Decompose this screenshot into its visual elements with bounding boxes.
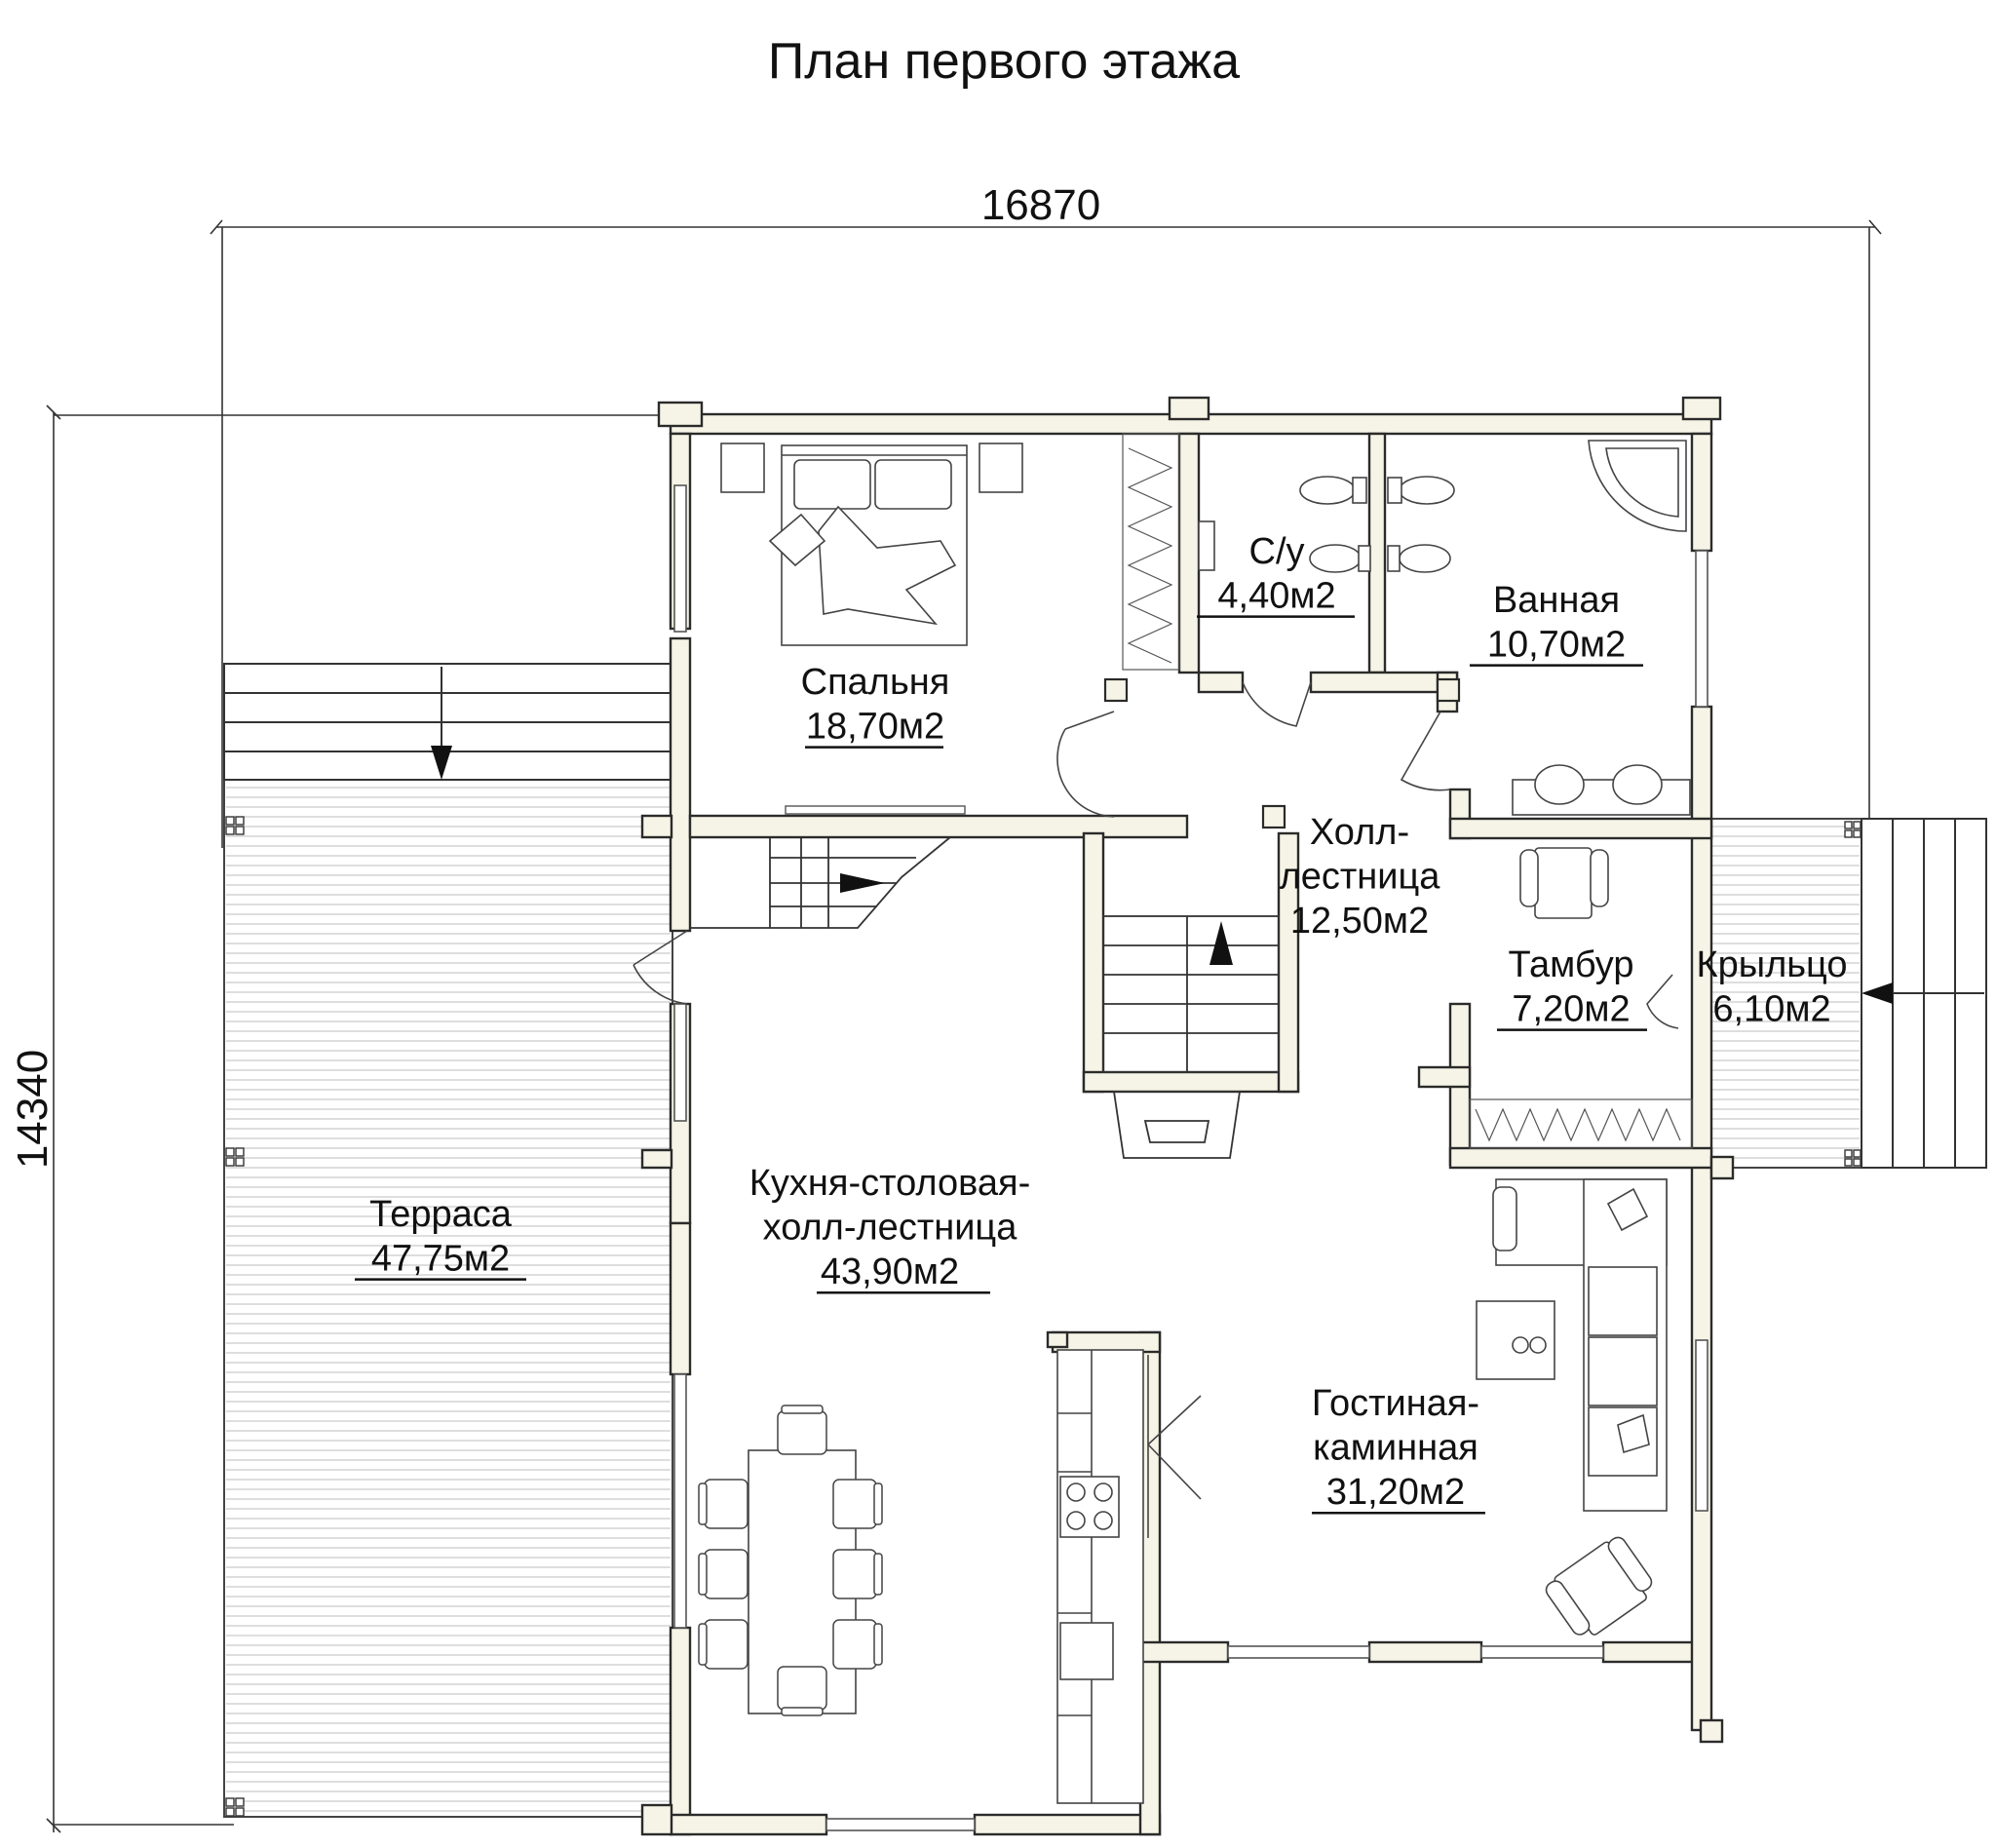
dimension-width	[210, 219, 1882, 848]
room-name: Крыльцо	[1696, 944, 1847, 985]
room-name: Холл-	[1310, 812, 1409, 853]
room-area: 43,90м2	[821, 1251, 959, 1292]
post-icon	[1844, 821, 1862, 838]
room-name: С/у	[1249, 531, 1305, 572]
doors	[633, 681, 1679, 1538]
double-sink-icon	[1512, 764, 1691, 816]
toilet-icon	[1299, 476, 1371, 573]
room-area: 47,75м2	[371, 1239, 510, 1280]
room-name: Кухня-столовая-	[749, 1163, 1031, 1204]
shower-icon	[1588, 440, 1687, 532]
room-name: Ванная	[1493, 580, 1620, 621]
arrow-icon	[840, 873, 885, 893]
room-area: 18,70м2	[806, 707, 944, 748]
room-label-wc: С/у4,40м2	[1197, 531, 1355, 618]
room-area: 10,70м2	[1487, 625, 1626, 666]
shoe-rack-icon	[1469, 1098, 1693, 1149]
dimension-height	[46, 404, 682, 1833]
room-area: 31,20м2	[1326, 1472, 1465, 1513]
coffee-table-icon	[1476, 1300, 1555, 1380]
armchair-icon	[1545, 1536, 1653, 1636]
bed-icon	[768, 444, 968, 646]
room-area: 7,20м2	[1512, 989, 1630, 1030]
room-name: Тамбур	[1509, 944, 1634, 985]
wardrobe-icon	[1122, 433, 1180, 671]
sofa-icon	[1492, 1178, 1668, 1512]
windows	[673, 484, 1708, 1831]
terrace	[223, 663, 673, 1818]
room-name: лестница	[1280, 857, 1441, 898]
dimension-height-label: 14340	[9, 1050, 57, 1169]
sink-icon	[1198, 520, 1215, 571]
arrow-icon	[431, 746, 452, 780]
chair-icon	[832, 1619, 883, 1670]
nightstand-icon	[720, 443, 1023, 493]
room-name: Терраса	[369, 1194, 513, 1235]
staircase-lower	[1102, 915, 1280, 1159]
dimension-width-label: 16870	[981, 181, 1100, 229]
staircase-upper	[690, 836, 951, 929]
room-name: Спальня	[801, 662, 950, 703]
room-area: 6,10м2	[1712, 989, 1830, 1030]
room-name: Гостиная-	[1312, 1383, 1479, 1424]
chair-icon	[698, 1479, 748, 1529]
armchair-icon	[1519, 847, 1609, 919]
chair-icon	[698, 1619, 748, 1670]
room-area: 12,50м2	[1290, 901, 1429, 942]
post-icon	[225, 816, 245, 835]
dining-chairs	[698, 1405, 883, 1716]
post-icon	[1844, 1149, 1862, 1167]
chair-icon	[777, 1666, 827, 1716]
room-name: холл-лестница	[763, 1208, 1018, 1249]
room-name: каминная	[1313, 1428, 1478, 1469]
chair-icon	[777, 1405, 827, 1455]
room-area: 4,40м2	[1217, 576, 1335, 617]
plan-title: План первого этажа	[768, 33, 1240, 90]
chair-icon	[832, 1549, 883, 1599]
arrow-icon	[1862, 982, 1893, 1004]
radiator-icon	[785, 805, 966, 815]
bidet-icon	[1387, 476, 1455, 573]
porch	[1708, 818, 1987, 1169]
chair-icon	[698, 1549, 748, 1599]
post-icon	[225, 1147, 245, 1167]
kitchen-counter-icon	[1056, 1349, 1144, 1804]
post-icon	[225, 1797, 245, 1817]
chair-icon	[832, 1479, 883, 1529]
arrow-icon	[1209, 921, 1233, 965]
